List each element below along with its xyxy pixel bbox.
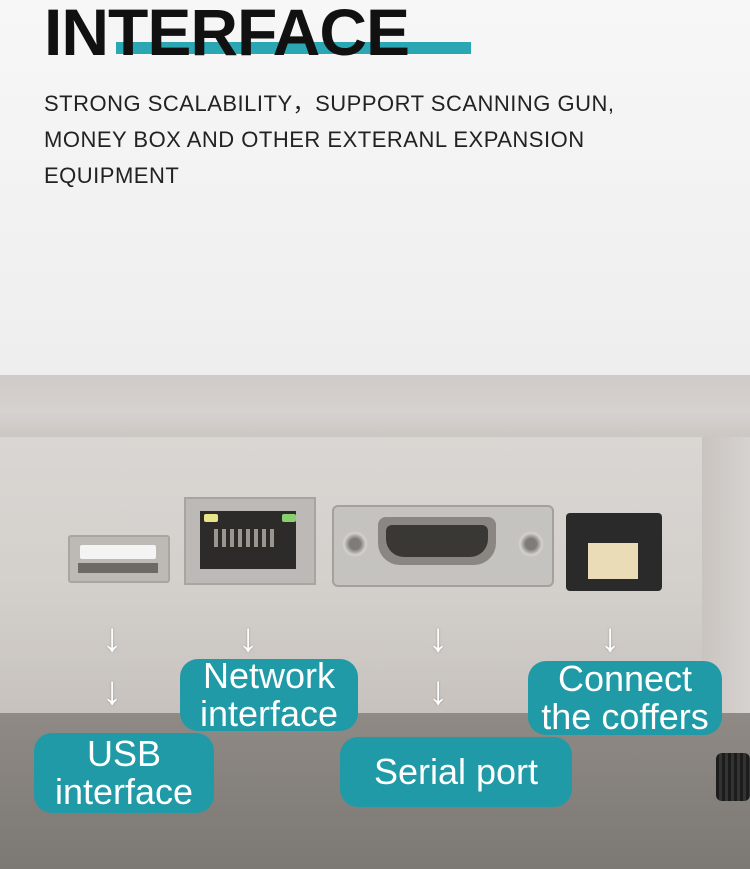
network-label-line2: interface [199,693,339,734]
arrow-down-icon: ↓ [238,616,258,660]
network-port [184,497,316,585]
arrow-down-icon: ↓ [102,669,122,713]
cash-drawer-port-slot [588,543,638,579]
link-led-icon [204,514,218,522]
activity-led-icon [282,514,296,522]
device-foot [716,753,750,801]
usb-interface-label: USB interface [34,733,214,813]
page-subtitle: STRONG SCALABILITY，SUPPORT SCANNING GUN,… [44,91,615,188]
serial-port [332,505,554,587]
usb-port [68,535,170,583]
network-label-line1: Network [202,655,336,696]
cash-drawer-label: Connect the coffers [528,658,722,737]
network-port-pins [214,529,278,547]
title-accent-bar [116,42,471,54]
usb-label-line1: USB [86,733,162,774]
coffers-label-line2: the coffers [541,696,709,737]
device-top [0,375,750,437]
coffers-label-line1: Connect [557,658,693,699]
network-interface-label: Network interface [180,655,358,734]
cash-drawer-port [566,513,662,591]
serial-label-text: Serial port [373,751,539,792]
serial-port-shell [378,517,496,565]
arrow-down-icon: ↓ [600,616,620,660]
serial-port-label: Serial port [340,737,572,807]
arrow-down-icon: ↓ [102,616,122,660]
usb-label-line2: interface [54,771,194,812]
header-section: INTERFACE STRONG SCALABILITY，SUPPORT SCA… [0,0,750,375]
page-title: INTERFACE [44,0,410,69]
title-block: INTERFACE [44,0,471,72]
arrow-down-icon: ↓ [428,616,448,660]
screw-icon [518,531,544,557]
screw-icon [342,531,368,557]
product-photo: ↓ ↓ ↓ ↓ ↓ ↓ USB interface Network interf… [0,375,750,869]
arrow-down-icon: ↓ [428,669,448,713]
